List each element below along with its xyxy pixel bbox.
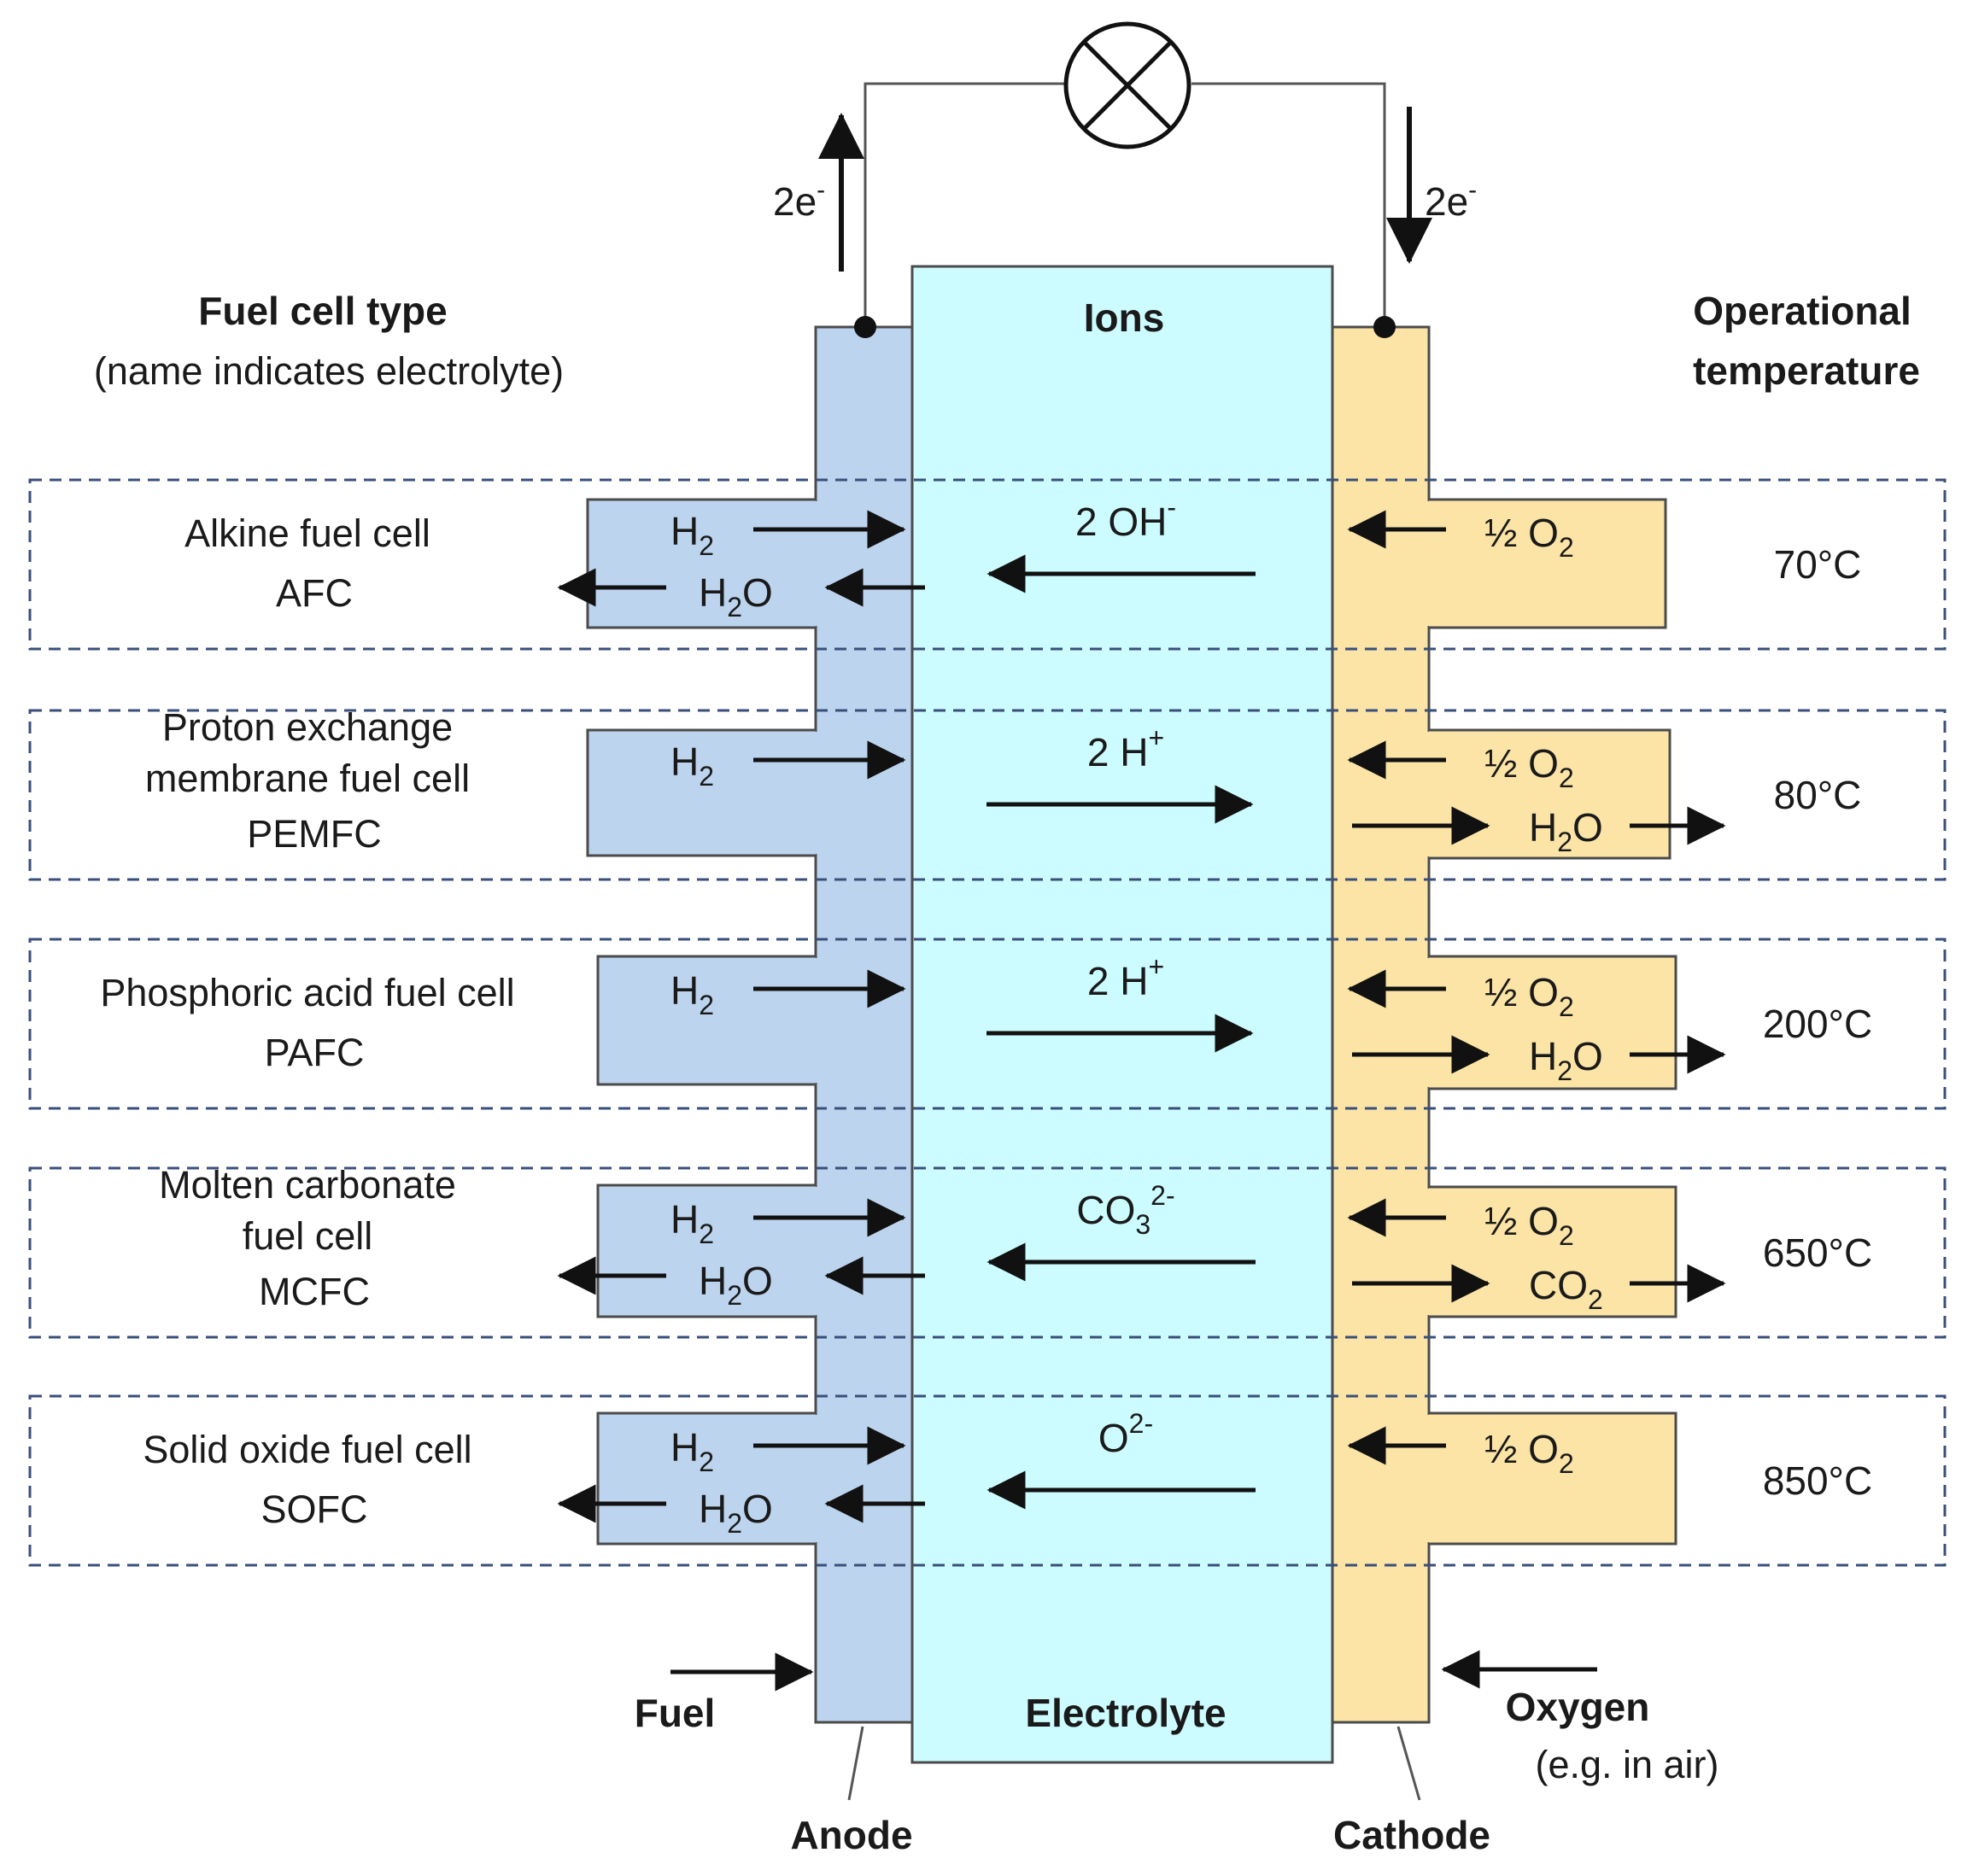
cathode-input-formula: ½ O2 (1484, 970, 1574, 1022)
fuel-cell-name: Molten carbonate (159, 1163, 456, 1207)
cathode-fin-mcfc (1429, 1185, 1677, 1318)
fuel-cell-type-subtitle: (name indicates electrolyte) (94, 349, 564, 393)
temperature-title-line1: Operational (1693, 289, 1912, 333)
anode-output-formula: H2O (699, 1487, 773, 1539)
fuel-cell-abbr: AFC (276, 571, 353, 615)
fuel-cell-name: Solid oxide fuel cell (143, 1428, 471, 1471)
lamp-icon (1063, 21, 1191, 149)
operating-temperature: 850°C (1763, 1458, 1872, 1503)
anode-input-formula: H2 (670, 509, 714, 561)
cathode-input-formula: ½ O2 (1484, 741, 1574, 793)
fuel-cell-abbr: PEMFC (247, 812, 382, 856)
fuel-cell-name: Phosphoric acid fuel cell (100, 971, 514, 1014)
cathode-strip (1331, 325, 1431, 1724)
anode-input-formula: H2 (670, 1425, 714, 1477)
anode-fin-pafc (596, 955, 816, 1086)
operating-temperature: 650°C (1763, 1230, 1872, 1275)
oxygen-label: Oxygen (1506, 1685, 1650, 1729)
fuel-cell-abbr: PAFC (265, 1031, 365, 1074)
fuel-cell-type-title: Fuel cell type (198, 289, 447, 333)
cathode-input-formula: ½ O2 (1484, 511, 1574, 563)
ion-formula: CO32- (1076, 1180, 1174, 1240)
cathode-fin-pafc (1429, 955, 1677, 1090)
fuel-cell-name: fuel cell (243, 1214, 373, 1258)
temperature-title-line2: temperature (1693, 348, 1920, 393)
electrolyte-block (910, 265, 1334, 1764)
cathode-input-formula: ½ O2 (1484, 1427, 1574, 1479)
anode-output-formula: H2O (699, 1259, 773, 1311)
operating-temperature: 80°C (1774, 773, 1862, 817)
fuel-cell-name: Alkine fuel cell (184, 511, 430, 555)
anode-input-formula: H2 (670, 968, 714, 1020)
electron-right-label: 2e- (1425, 176, 1477, 224)
anode-leader-line (847, 1726, 864, 1801)
cathode-output-formula: H2O (1529, 1034, 1603, 1086)
operating-temperature: 70°C (1774, 542, 1862, 587)
anode-input-formula: H2 (670, 739, 714, 792)
fuel-cell-name: membrane fuel cell (145, 757, 470, 800)
anode-input-formula: H2 (670, 1197, 714, 1249)
ion-formula: O2- (1098, 1408, 1153, 1460)
ion-formula: 2 H+ (1087, 951, 1164, 1003)
electrolyte-label: Electrolyte (1025, 1691, 1226, 1735)
ion-formula: 2 OH- (1075, 492, 1176, 544)
anode-electrode (586, 325, 914, 1724)
fuel-cell-name: Proton exchange (162, 705, 453, 749)
anode-output-formula: H2O (699, 570, 773, 622)
fuel-cell-abbr: SOFC (261, 1487, 367, 1531)
cathode-input-formula: ½ O2 (1484, 1199, 1574, 1251)
oxygen-note: (e.g. in air) (1535, 1743, 1718, 1786)
cathode-output-formula: CO2 (1529, 1263, 1603, 1315)
cathode-terminal-dot (1373, 316, 1396, 338)
ion-formula: 2 H+ (1087, 722, 1164, 774)
cathode-leader-line (1396, 1726, 1421, 1801)
fuel-cell-abbr: MCFC (259, 1270, 370, 1313)
cathode-fin-afc (1429, 498, 1667, 629)
cathode-output-formula: H2O (1529, 805, 1603, 857)
cathode-label: Cathode (1333, 1813, 1490, 1857)
external-circuit: 2e- 2e- (773, 21, 1477, 338)
ions-label: Ions (1084, 295, 1165, 340)
operating-temperature: 200°C (1763, 1002, 1872, 1046)
anode-terminal-dot (854, 316, 876, 338)
circuit-wire (864, 82, 1066, 327)
electron-left-label: 2e- (773, 176, 825, 224)
fuel-label: Fuel (635, 1691, 716, 1735)
anode-fin-pemfc (586, 728, 816, 857)
cathode-fin-sofc (1429, 1411, 1677, 1546)
anode-label: Anode (790, 1813, 912, 1857)
cathode-electrode (1331, 325, 1677, 1724)
anode-strip (814, 325, 914, 1724)
